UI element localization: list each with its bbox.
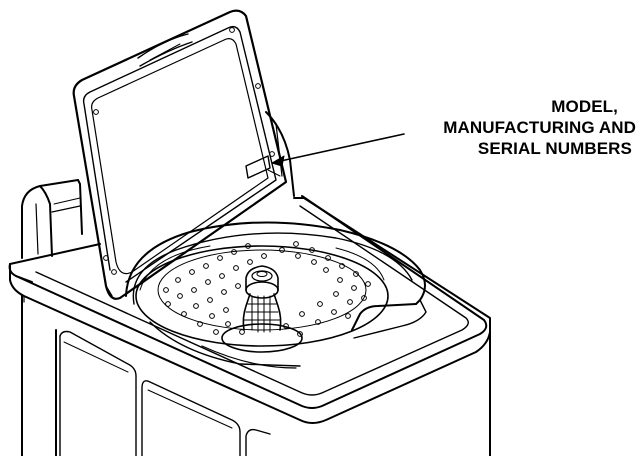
callout-label: MODEL, MANUFACTURING AND SERIAL NUMBERS <box>376 96 636 159</box>
washer-lid <box>74 11 286 299</box>
callout-line-manufacturing: MANUFACTURING AND <box>443 118 636 137</box>
callout-line-model: MODEL, <box>551 97 618 116</box>
callout-line-serial: SERIAL NUMBERS <box>477 139 632 158</box>
basket-holes <box>164 242 371 337</box>
tub-opening <box>126 222 426 368</box>
control-console <box>22 180 82 258</box>
washer-cabinet <box>22 296 490 456</box>
lid-screws <box>94 28 275 275</box>
agitator <box>222 266 302 352</box>
top-deck <box>10 196 490 423</box>
callout-leader <box>272 134 404 166</box>
serial-label-plate <box>246 156 270 178</box>
